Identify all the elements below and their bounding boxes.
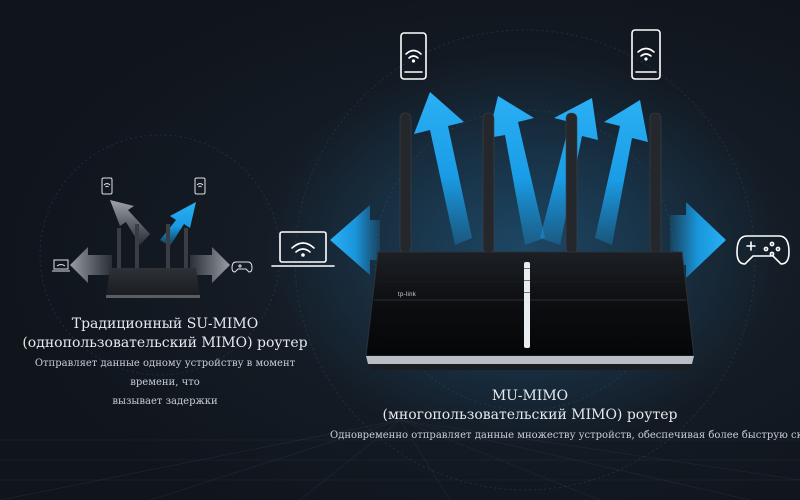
blue-arrow-up-center-left (488, 96, 545, 245)
grey-arrow-left (70, 247, 112, 283)
router-logo: tp-link (398, 292, 417, 298)
su-mimo-title-line2: (однопользовательский MIMO) роутер (22, 335, 308, 351)
blue-arrow-left (330, 205, 380, 275)
wifi-phone-icon-small-right (194, 177, 206, 195)
su-mimo-title-line1: Традиционный SU-MIMO (71, 316, 259, 332)
blue-arrow-right (670, 202, 726, 278)
grey-arrow-up-left (110, 200, 150, 245)
gamepad-icon (736, 235, 790, 265)
mu-mimo-title-line1: MU-MIMO (491, 388, 569, 404)
mu-mimo-caption: MU-MIMO (многопользовательский MIMO) роу… (330, 387, 800, 445)
led-strip (524, 262, 530, 348)
mu-mimo-desc: Одновременно отправляет данные множеству… (330, 430, 800, 441)
su-mimo-desc-line2: вызывает задержки (112, 396, 218, 407)
mu-mimo-arrows (330, 92, 726, 278)
wifi-phone-icon-right (631, 29, 661, 80)
wifi-laptop-icon (271, 231, 335, 267)
wifi-laptop-icon-small (52, 259, 70, 272)
blue-arrow-up-left (414, 92, 472, 245)
blue-arrow-up-right (595, 100, 648, 245)
mu-mimo-title-line2: (многопользовательский MIMO) роутер (382, 407, 678, 423)
wifi-phone-icon-small-left (101, 177, 113, 195)
wifi-phone-icon-left (400, 32, 427, 80)
su-mimo-caption: Традиционный SU-MIMO (однопользовательск… (15, 315, 315, 411)
gamepad-icon-small (231, 261, 253, 273)
mu-mimo-router (365, 112, 695, 370)
su-device-icons (52, 177, 253, 273)
grey-arrow-right (190, 247, 230, 283)
su-mimo-router (70, 200, 230, 298)
su-mimo-desc-line1: Отправляет данные одному устройству в мо… (34, 358, 296, 388)
